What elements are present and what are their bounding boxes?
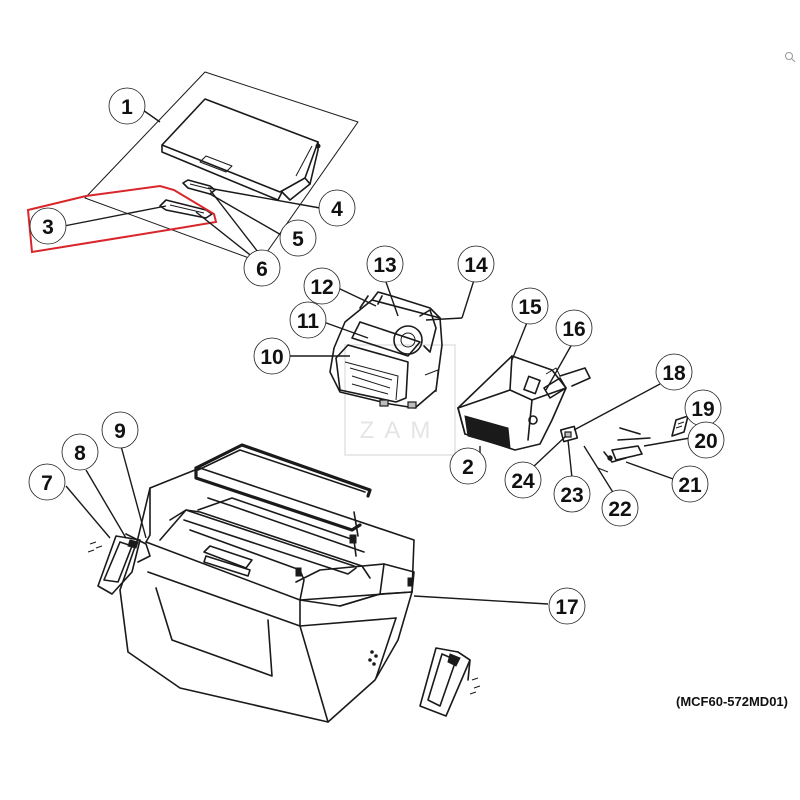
leader-lines [63,107,691,605]
magnifier-icon[interactable] [785,52,796,63]
callout-14-label: 14 [464,254,488,277]
callout-18[interactable]: 18 [655,353,693,391]
callout-9-label: 9 [114,420,126,443]
cooler-box [119,467,415,723]
gasket-frame [194,443,372,544]
callout-19-label: 19 [691,398,714,421]
callout-10-label: 10 [260,346,283,369]
callout-11-label: 11 [297,310,320,333]
callout-21-label: 21 [678,474,702,497]
callout-1-label: 1 [121,96,133,119]
callout-6-label: 6 [256,258,268,281]
callout-9[interactable]: 9 [101,411,139,449]
callout-10[interactable]: 10 [253,337,291,375]
callout-24[interactable]: 24 [504,461,542,499]
callout-13[interactable]: 13 [366,245,404,283]
callout-6[interactable]: 6 [243,249,281,287]
callout-15-label: 15 [518,296,542,319]
callout-14[interactable]: 14 [457,245,495,283]
callout-3-label: 3 [42,216,54,239]
watermark: ZAM [344,344,456,456]
highlight-part-3 [26,184,218,254]
callout-7[interactable]: 7 [28,463,66,501]
callout-2-label: 2 [462,456,474,479]
compressor-cover [457,355,591,451]
callout-20-label: 20 [694,430,717,453]
callout-15[interactable]: 15 [511,287,549,325]
callout-8[interactable]: 8 [61,433,99,471]
model-code: (MCF60-572MD01) [676,694,788,709]
callout-8-label: 8 [74,442,86,465]
callout-20[interactable]: 20 [687,421,725,459]
callout-5-label: 5 [292,228,304,251]
callout-18-label: 18 [662,362,686,385]
callout-24-label: 24 [511,470,535,493]
callout-19[interactable]: 19 [684,389,722,427]
callout-17-label: 17 [555,596,578,619]
lid-assembly [84,71,359,263]
left-hinge [87,533,151,595]
callout-1[interactable]: 1 [108,87,146,125]
callout-23[interactable]: 23 [553,475,591,513]
right-hinge [419,647,481,717]
callout-3[interactable]: 3 [29,207,67,245]
callout-2[interactable]: 2 [449,447,487,485]
callout-16-label: 16 [562,318,585,341]
callout-22[interactable]: 22 [601,489,639,527]
callout-11[interactable]: 11 [289,301,327,339]
callout-7-label: 7 [41,472,53,495]
watermark-text: ZAM [360,417,441,444]
callout-16[interactable]: 16 [555,309,593,347]
callout-21[interactable]: 21 [671,465,709,503]
callout-22-label: 22 [608,498,631,521]
callout-12[interactable]: 12 [303,267,341,305]
callout-13-label: 13 [373,254,396,277]
callouts: 1 2 3 4 5 6 7 8 9 10 11 12 13 14 15 16 1… [28,87,725,625]
fan-assembly [329,291,443,409]
callout-23-label: 23 [560,484,583,507]
callout-4-label: 4 [331,198,343,221]
callout-4[interactable]: 4 [318,189,356,227]
callout-5[interactable]: 5 [279,219,317,257]
small-electrical-parts [559,415,689,473]
callout-12-label: 12 [310,276,333,299]
callout-17[interactable]: 17 [548,587,586,625]
